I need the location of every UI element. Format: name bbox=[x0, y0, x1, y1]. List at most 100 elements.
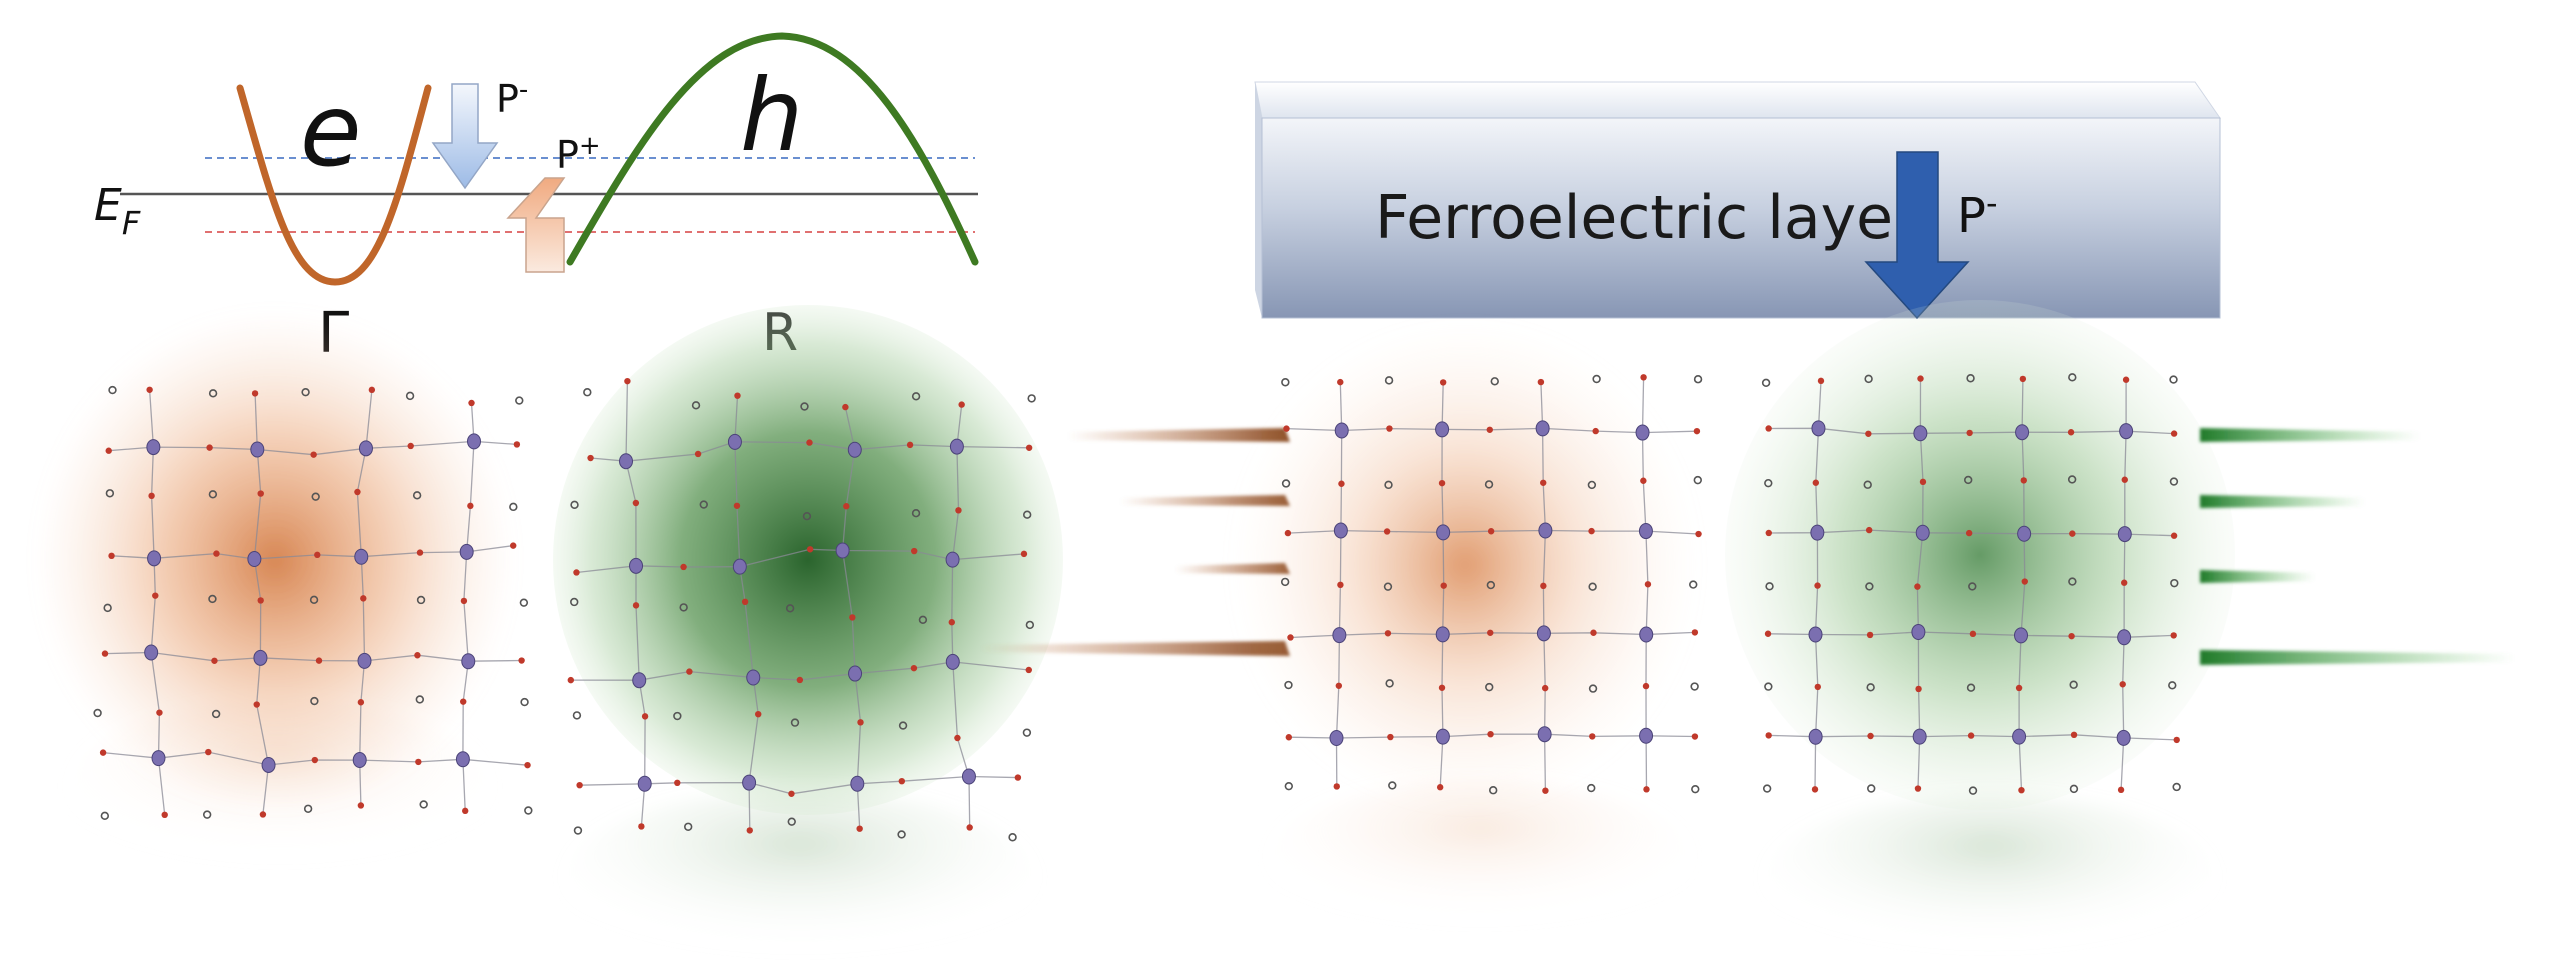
oxygen-atom bbox=[1542, 787, 1549, 794]
oxygen-atom bbox=[576, 781, 583, 789]
a-site-atom bbox=[1027, 394, 1036, 403]
oxygen-atom bbox=[898, 777, 906, 785]
oxygen-atom bbox=[966, 824, 973, 831]
oxygen-atom bbox=[1917, 375, 1924, 382]
a-site-atom bbox=[208, 490, 218, 499]
oxygen-atom bbox=[958, 401, 965, 408]
a-site-atom bbox=[105, 489, 115, 498]
oxygen-atom bbox=[2020, 477, 2027, 484]
b-site-atom bbox=[146, 439, 161, 456]
oxygen-atom bbox=[1969, 630, 1977, 638]
a-site-atom bbox=[309, 595, 319, 605]
oxygen-atom bbox=[1967, 732, 1975, 739]
b-site-atom bbox=[1808, 728, 1823, 745]
b-site-atom bbox=[632, 672, 647, 689]
ferroelectric-slab: Ferroelectric layer P- bbox=[1254, 81, 2221, 320]
oxygen-atom bbox=[368, 386, 376, 394]
a-site-atom bbox=[1968, 582, 1977, 591]
oxygen-atom bbox=[460, 597, 468, 605]
hole-sphere-right bbox=[1725, 300, 2235, 810]
a-site-atom bbox=[519, 598, 529, 607]
oxygen-atom bbox=[2170, 532, 2178, 539]
oxygen-atom bbox=[414, 652, 421, 659]
a-site-atom bbox=[898, 721, 908, 730]
a-site-atom bbox=[1022, 728, 1032, 737]
a-site-atom bbox=[1693, 375, 1703, 384]
oxygen-atom bbox=[1436, 784, 1444, 791]
b-site-atom bbox=[1538, 522, 1553, 539]
b-site-atom bbox=[1911, 624, 1926, 641]
oxygen-atom bbox=[251, 390, 259, 397]
oxygen-atom bbox=[573, 569, 580, 576]
oxygen-atom bbox=[796, 676, 804, 684]
b-site-atom bbox=[742, 774, 757, 791]
oxygen-atom bbox=[856, 825, 863, 832]
a-site-atom bbox=[208, 389, 218, 398]
b-site-atom bbox=[727, 433, 742, 450]
right-orange-lattice bbox=[1280, 374, 1703, 795]
a-site-atom bbox=[1284, 781, 1294, 791]
a-site-atom bbox=[2169, 375, 2178, 384]
oxygen-atom bbox=[843, 503, 850, 510]
b-site-atom bbox=[1639, 626, 1654, 643]
gamma-lattice bbox=[93, 385, 533, 821]
a-site-atom bbox=[416, 595, 426, 605]
b-site-atom bbox=[147, 550, 162, 567]
green-reflection bbox=[565, 790, 1035, 970]
a-site-atom bbox=[673, 711, 682, 721]
a-site-atom bbox=[2067, 475, 2077, 484]
oxygen-atom bbox=[146, 386, 153, 393]
oxygen-atom bbox=[2015, 684, 2023, 692]
b-site-atom bbox=[247, 550, 262, 567]
oxygen-atom bbox=[1333, 783, 1340, 790]
oxygen-atom bbox=[1865, 526, 1873, 534]
oxygen-atom bbox=[105, 447, 112, 454]
oxygen-atom bbox=[1644, 581, 1652, 588]
b-site-atom bbox=[455, 751, 470, 768]
oxygen-atom bbox=[1020, 550, 1028, 558]
oxygen-atom bbox=[213, 550, 220, 557]
a-site-atom bbox=[202, 810, 212, 819]
a-site-atom bbox=[310, 696, 319, 706]
orange-streaks bbox=[980, 428, 1290, 656]
oxygen-atom bbox=[948, 619, 955, 626]
a-site-atom bbox=[301, 387, 310, 397]
oxygen-atom bbox=[641, 713, 649, 720]
oxygen-atom bbox=[2067, 429, 2075, 436]
r-lattice-panel bbox=[553, 305, 1063, 970]
oxygen-atom bbox=[734, 392, 741, 399]
right-green-lattice bbox=[1761, 373, 2181, 795]
a-site-atom bbox=[2168, 681, 2177, 690]
a-site-atom bbox=[1025, 620, 1035, 630]
a-site-atom bbox=[1486, 580, 1496, 590]
oxygen-atom bbox=[632, 499, 640, 507]
b-site-atom bbox=[1535, 420, 1550, 437]
a-site-atom bbox=[1865, 582, 1874, 591]
oxygen-atom bbox=[2019, 375, 2027, 383]
oxygen-atom bbox=[1540, 479, 1547, 486]
b-site-atom bbox=[2119, 423, 2134, 440]
a-site-atom bbox=[1484, 480, 1494, 489]
oxygen-atom bbox=[416, 549, 424, 556]
b-site-atom bbox=[847, 441, 862, 458]
b-site-atom bbox=[2014, 627, 2029, 644]
oxygen-atom bbox=[156, 709, 163, 716]
a-site-atom bbox=[918, 615, 928, 624]
a-site-atom bbox=[2068, 373, 2077, 382]
oxygen-atom bbox=[1812, 479, 1820, 486]
oxygen-atom bbox=[1335, 682, 1343, 689]
a-site-atom bbox=[509, 502, 518, 512]
b-site-atom bbox=[261, 756, 276, 773]
electron-glow-right bbox=[1230, 320, 1700, 810]
oxygen-atom bbox=[1764, 630, 1772, 637]
b-site-atom bbox=[2116, 729, 2131, 746]
b-site-atom bbox=[459, 543, 474, 560]
b-site-atom bbox=[1332, 627, 1347, 644]
oxygen-atom bbox=[1438, 684, 1446, 691]
oxygen-atom bbox=[741, 598, 749, 606]
oxygen-atom bbox=[1693, 427, 1701, 435]
a-site-atom bbox=[303, 804, 313, 813]
a-site-atom bbox=[800, 402, 809, 411]
electron-label: e bbox=[300, 72, 362, 189]
a-site-atom bbox=[524, 806, 533, 815]
